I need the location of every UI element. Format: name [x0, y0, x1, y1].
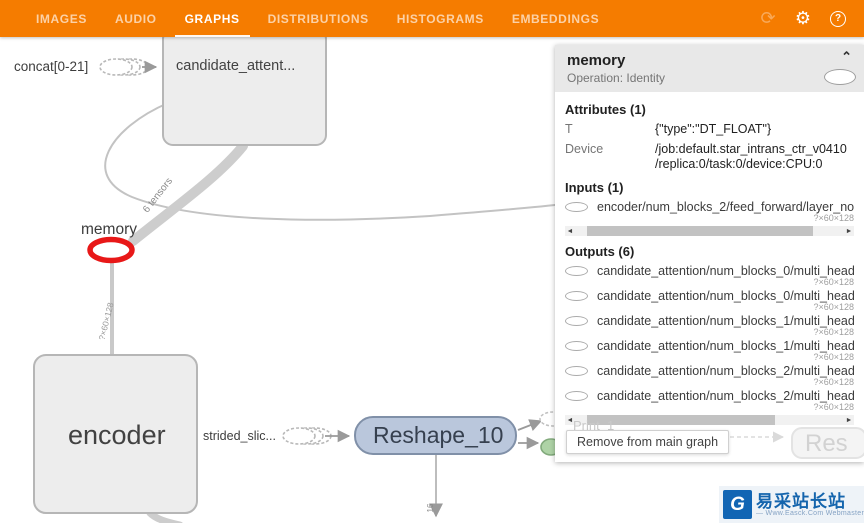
node-info-header: memory Operation: Identity ⌃ [555, 45, 864, 92]
faded-reshape-node: Res [791, 427, 864, 459]
attr-value: /job:default.star_intrans_ctr_v0410 /rep… [655, 142, 847, 172]
edge-curve-long [104, 102, 565, 221]
panel-node-title: memory [567, 52, 626, 69]
concat-series-node[interactable] [99, 58, 149, 76]
device-value-line2: /replica:0/task:0/device:CPU:0 [655, 157, 823, 171]
input-list-item[interactable]: encoder/num_blocks_2/feed_forward/layer_… [565, 200, 854, 223]
output-list-item[interactable]: candidate_attention/num_blocks_0/multi_h… [565, 289, 854, 312]
encoder-node[interactable] [33, 354, 198, 514]
attr-value: {"type":"DT_FLOAT"} [655, 122, 772, 136]
edge-encoder-out [146, 509, 183, 523]
output-list-item[interactable]: candidate_attention/num_blocks_2/multi_h… [565, 364, 854, 387]
op-node-icon [565, 291, 588, 301]
input-name: encoder/num_blocks_2/feed_forward/layer_… [597, 200, 854, 214]
attr-key: T [565, 122, 573, 136]
strided-slice-label: strided_slic... [203, 429, 276, 443]
gear-icon[interactable]: ⚙ [794, 8, 812, 28]
scroll-left-arrow[interactable]: ◄ [566, 416, 574, 424]
tensor-dim: ?×60×128 [813, 277, 854, 287]
output-name: candidate_attention/num_blocks_2/multi_h… [597, 364, 854, 378]
help-question-glyph: ? [830, 10, 846, 27]
tensor-dim: ?×60×128 [813, 213, 854, 223]
tab-images[interactable]: IMAGES [36, 11, 87, 26]
remove-from-main-graph-button[interactable]: Remove from main graph [566, 430, 730, 454]
tensor-dim: ?×60×128 [813, 377, 854, 387]
tab-embeddings[interactable]: EMBEDDINGS [511, 11, 600, 26]
attributes-header: Attributes (1) [565, 102, 646, 117]
node-info-panel: memory Operation: Identity ⌃ Attributes … [555, 45, 864, 462]
reshape-10-label: Reshape_10 [373, 422, 504, 448]
output-list-item[interactable]: candidate_attention/num_blocks_1/multi_h… [565, 314, 854, 337]
tab-distributions[interactable]: DISTRIBUTIONS [267, 11, 369, 26]
tab-audio[interactable]: AUDIO [114, 11, 157, 26]
easck-logo-icon: G [723, 490, 752, 519]
output-name: candidate_attention/num_blocks_2/multi_h… [597, 389, 854, 403]
panel-operation-subtitle: Operation: Identity [567, 71, 666, 85]
edge-label-reshape-out: 16 [426, 503, 435, 512]
top-navbar: IMAGES AUDIO GRAPHS DISTRIBUTIONS HISTOG… [0, 0, 864, 37]
inputs-header: Inputs (1) [565, 180, 624, 195]
candidate-attention-node[interactable] [162, 28, 327, 146]
op-node-icon [565, 316, 588, 326]
output-list-item[interactable]: candidate_attention/num_blocks_0/multi_h… [565, 264, 854, 287]
outputs-scrollbar[interactable]: ◄ ► [565, 415, 854, 425]
candidate-attention-label: candidate_attent... [176, 58, 296, 74]
tensor-dim: ?×60×128 [813, 402, 854, 412]
memory-node-selected[interactable] [87, 236, 135, 264]
nav-icon-group: ⟳ ⚙ ? [758, 0, 848, 37]
scrollbar-thumb[interactable] [587, 226, 813, 236]
easck-text-block: 易采站长站 — Www.Easck.Com Webmaster [756, 493, 864, 517]
easck-title: 易采站长站 [756, 491, 846, 511]
faded-reshape-label: Res [805, 430, 848, 457]
concat-series-label: concat[0-21] [14, 59, 89, 74]
tab-histograms[interactable]: HISTOGRAMS [396, 11, 484, 26]
memory-node-label: memory [81, 221, 137, 238]
tensor-dim: ?×60×128 [813, 352, 854, 362]
outputs-header: Outputs (6) [565, 244, 635, 259]
device-value-line1: /job:default.star_intrans_ctr_v0410 [655, 142, 847, 156]
faded-print-node-label: Print_1 [573, 418, 615, 433]
op-node-icon [565, 202, 588, 212]
strided-slice-series-node[interactable] [282, 427, 332, 445]
tab-graphs[interactable]: GRAPHS [171, 0, 254, 37]
refresh-icon[interactable]: ⟳ [760, 8, 776, 28]
scrollbar-thumb[interactable] [587, 415, 775, 425]
tensor-dim: ?×60×128 [813, 327, 854, 337]
output-name: candidate_attention/num_blocks_0/multi_h… [597, 264, 854, 278]
output-name: candidate_attention/num_blocks_1/multi_h… [597, 314, 854, 328]
scroll-left-arrow[interactable]: ◄ [566, 227, 574, 235]
inputs-scrollbar[interactable]: ◄ ► [565, 226, 854, 236]
edge-reshape-out-top [517, 419, 543, 431]
op-node-icon [565, 391, 588, 401]
op-node-shape-icon [824, 69, 856, 85]
output-list-item[interactable]: candidate_attention/num_blocks_1/multi_h… [565, 339, 854, 362]
tensor-dim: ?×60×128 [813, 302, 854, 312]
nav-tabs: IMAGES AUDIO GRAPHS DISTRIBUTIONS HISTOG… [0, 0, 613, 37]
edge-candidate-to-memory [128, 141, 248, 246]
attribute-row-t: T {"type":"DT_FLOAT"} [565, 122, 854, 137]
op-node-icon [565, 266, 588, 276]
chevron-up-icon[interactable]: ⌃ [841, 49, 852, 64]
help-icon[interactable]: ? [828, 9, 848, 29]
scroll-right-arrow[interactable]: ► [845, 227, 853, 235]
output-name: candidate_attention/num_blocks_0/multi_h… [597, 289, 854, 303]
reshape-10-node[interactable] [354, 416, 517, 455]
op-node-icon [565, 366, 588, 376]
encoder-label: encoder [68, 420, 166, 450]
op-node-icon [565, 341, 588, 351]
attr-key: Device [565, 142, 604, 156]
easck-subtitle: — Www.Easck.Com Webmaster [756, 509, 864, 517]
output-list-item[interactable]: candidate_attention/num_blocks_2/multi_h… [565, 389, 854, 412]
output-name: candidate_attention/num_blocks_1/multi_h… [597, 339, 854, 353]
easck-watermark: G 易采站长站 — Www.Easck.Com Webmaster [719, 486, 864, 523]
scroll-right-arrow[interactable]: ► [845, 416, 853, 424]
attribute-row-device: Device /job:default.star_intrans_ctr_v04… [565, 142, 854, 172]
